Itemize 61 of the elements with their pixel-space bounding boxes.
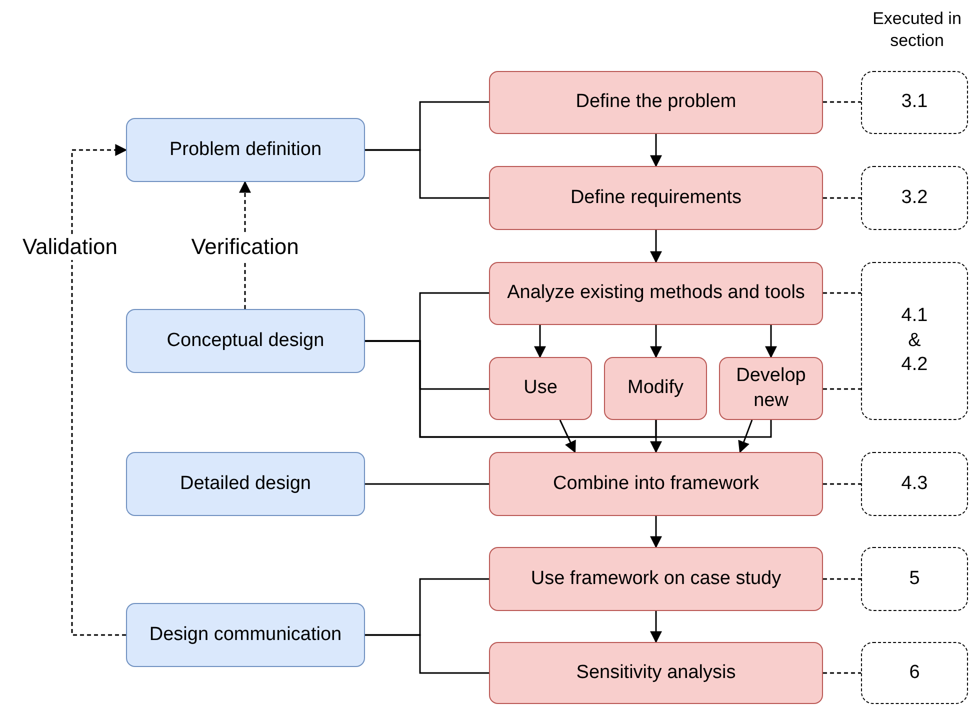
section-box xyxy=(861,452,968,516)
section-box xyxy=(861,547,968,611)
box-text: Analyze existing methods and tools xyxy=(507,281,805,306)
column-heading: Executed in section xyxy=(872,8,962,52)
box-text: Problem definition xyxy=(169,138,322,162)
arrow xyxy=(650,325,662,358)
box-text: Use framework on case study xyxy=(530,566,782,591)
arrow xyxy=(738,420,753,454)
dashed-arrow xyxy=(71,144,128,636)
process-box xyxy=(489,357,592,420)
dashed-connector xyxy=(823,292,861,294)
process-box xyxy=(489,166,823,230)
arrow xyxy=(650,134,662,168)
process-box xyxy=(489,71,823,134)
dashed-connector xyxy=(823,578,861,580)
section-box xyxy=(861,262,968,420)
box-text: Design communication xyxy=(149,622,342,647)
section-box xyxy=(861,166,968,230)
arrow xyxy=(650,516,662,548)
stage-box xyxy=(126,603,365,667)
box-text: Define the problem xyxy=(576,90,736,114)
process-box xyxy=(489,547,823,611)
box-text: 4.1 & 4.2 xyxy=(900,304,929,378)
bracket-line xyxy=(365,149,489,199)
arrow xyxy=(534,325,546,358)
box-text: Conceptual design xyxy=(166,328,324,353)
box-text: Detailed design xyxy=(180,472,311,496)
box-text: Modify xyxy=(628,376,684,400)
arrow xyxy=(650,611,662,644)
box-text: 6 xyxy=(909,660,920,685)
stage-box xyxy=(126,452,365,516)
box-text: 3.2 xyxy=(901,186,928,210)
box-text: Combine into framework xyxy=(553,472,759,496)
process-box xyxy=(489,262,823,325)
bracket-line xyxy=(365,483,489,485)
bracket-line xyxy=(365,340,772,438)
process-box xyxy=(604,357,707,420)
dashed-connector xyxy=(823,388,861,390)
dashed-connector xyxy=(823,483,861,485)
dashed-connector xyxy=(823,672,861,674)
arrow xyxy=(765,325,777,358)
process-box xyxy=(489,642,823,704)
section-box xyxy=(861,642,968,704)
box-text: Sensitivity analysis xyxy=(576,660,736,685)
box-text: 5 xyxy=(909,566,920,591)
box-text: Develop new xyxy=(735,364,807,412)
arrow xyxy=(650,420,662,454)
arrow xyxy=(650,230,662,264)
box-text: Define requirements xyxy=(570,186,742,210)
bracket-line xyxy=(365,634,489,674)
stage-box xyxy=(126,309,365,373)
stage-box xyxy=(126,118,365,182)
dashed-connector xyxy=(823,197,861,199)
process-box xyxy=(719,357,823,420)
process-box xyxy=(489,452,823,516)
box-text: 4.3 xyxy=(901,472,928,496)
box-text: Use xyxy=(524,376,558,400)
arrow xyxy=(559,420,576,454)
dashed-connector xyxy=(823,101,861,103)
section-box xyxy=(861,71,968,134)
box-text: 3.1 xyxy=(901,90,928,114)
